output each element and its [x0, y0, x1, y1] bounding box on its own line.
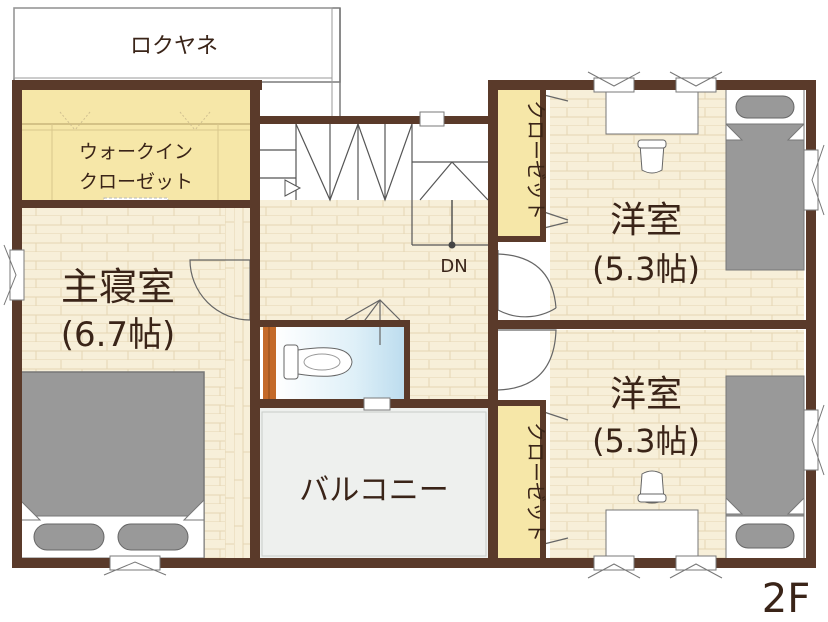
western-room-bottom-name: 洋室	[610, 374, 682, 415]
toilet-icon	[283, 344, 353, 380]
roof-terrace-label: ロクヤネ	[130, 34, 218, 59]
walkin-closet-label-line2: クローゼット	[79, 171, 193, 193]
western-room-top-size: (5.3帖)	[592, 250, 700, 288]
closet-top-area	[498, 88, 542, 238]
balcony-label: バルコニー	[299, 473, 448, 508]
walkin-closet	[20, 88, 250, 208]
floor-label: 2F	[762, 576, 810, 622]
floor-areas	[20, 88, 804, 560]
roof-terrace	[13, 7, 341, 124]
western-top-bed	[725, 87, 805, 271]
master-bedroom-size: (6.7帖)	[61, 315, 176, 355]
western-room-top-name: 洋室	[610, 200, 682, 241]
balcony-area	[258, 408, 490, 560]
staircase	[260, 122, 489, 249]
closet-bottom-area	[498, 404, 542, 560]
stairs-down-label: DN	[440, 256, 467, 277]
master-bedroom-name: 主寝室	[61, 265, 175, 309]
walkin-closet-label-line1: ウォークイン	[79, 141, 193, 163]
window-marks	[3, 71, 825, 579]
western-bottom-desk	[605, 470, 699, 561]
western-top-desk	[605, 87, 699, 174]
doors	[189, 94, 569, 545]
closet-bottom-label: クローゼット	[524, 422, 548, 542]
closet-top-label: クローゼット	[524, 100, 548, 220]
toilet-room	[263, 327, 406, 399]
western-bottom-bed	[725, 375, 805, 561]
western-room-bottom-size: (5.3帖)	[592, 422, 700, 460]
walls	[12, 80, 816, 568]
windows	[9, 77, 819, 571]
master-bed	[19, 371, 205, 559]
